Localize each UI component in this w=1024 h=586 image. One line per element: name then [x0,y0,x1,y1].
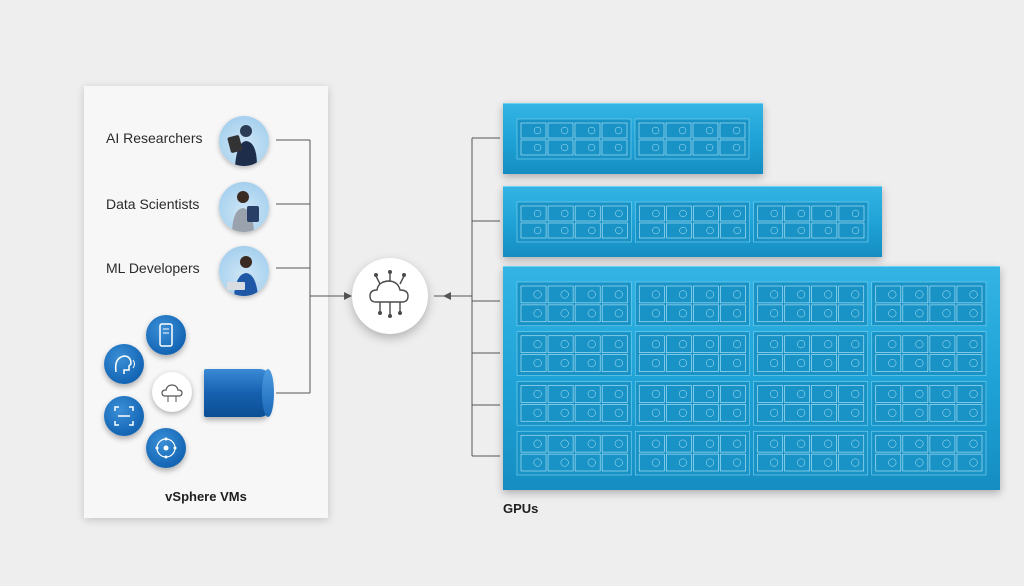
gpu-module [516,118,632,160]
gpu-module [871,381,987,426]
gpu-module [634,381,750,426]
gpu-module [634,281,750,327]
gpu-module [753,281,869,327]
role-label-ai-researchers: AI Researchers [106,130,203,146]
gpu-module [871,430,987,476]
data-pipe-icon [204,369,274,417]
gpu-module [516,430,632,476]
ai-cloud-icon [152,372,192,412]
gpu-grid [516,118,750,160]
data-scientist-avatar [219,182,269,232]
gpu-module [634,331,750,376]
role-label-data-scientists: Data Scientists [106,196,200,212]
gpu-module [753,331,869,376]
gpu-module [516,201,632,243]
gpu-module [516,281,632,327]
ai-researcher-avatar [219,116,269,166]
gpu-module [753,201,869,243]
gpu-block-small [503,103,763,174]
vsphere-vms-panel: AI Researchers Data Scientists ML Develo… [84,86,328,518]
ml-developer-avatar [219,246,269,296]
gpu-module [635,201,750,243]
gpu-module [516,381,632,426]
gpu-grid [516,281,987,476]
gpu-block-medium [503,186,882,257]
gpu-module [634,118,750,160]
gpu-module [753,430,869,476]
vm-panel-title: vSphere VMs [165,489,247,504]
cloud-network-icon [352,258,428,334]
gpu-module [516,331,632,376]
gpus-label: GPUs [503,501,539,516]
gpu-block-large [503,266,1000,490]
gpu-module [871,281,987,327]
gpu-grid [516,201,869,243]
gpu-module [753,381,869,426]
gpu-module [871,331,987,376]
mobile-app-icon [146,315,186,355]
role-label-ml-developers: ML Developers [106,260,200,276]
speech-icon [104,344,144,384]
face-recognition-icon [104,396,144,436]
network-hub-icon [146,428,186,468]
data-pipe-cap [262,369,274,417]
gpu-module [634,430,750,476]
